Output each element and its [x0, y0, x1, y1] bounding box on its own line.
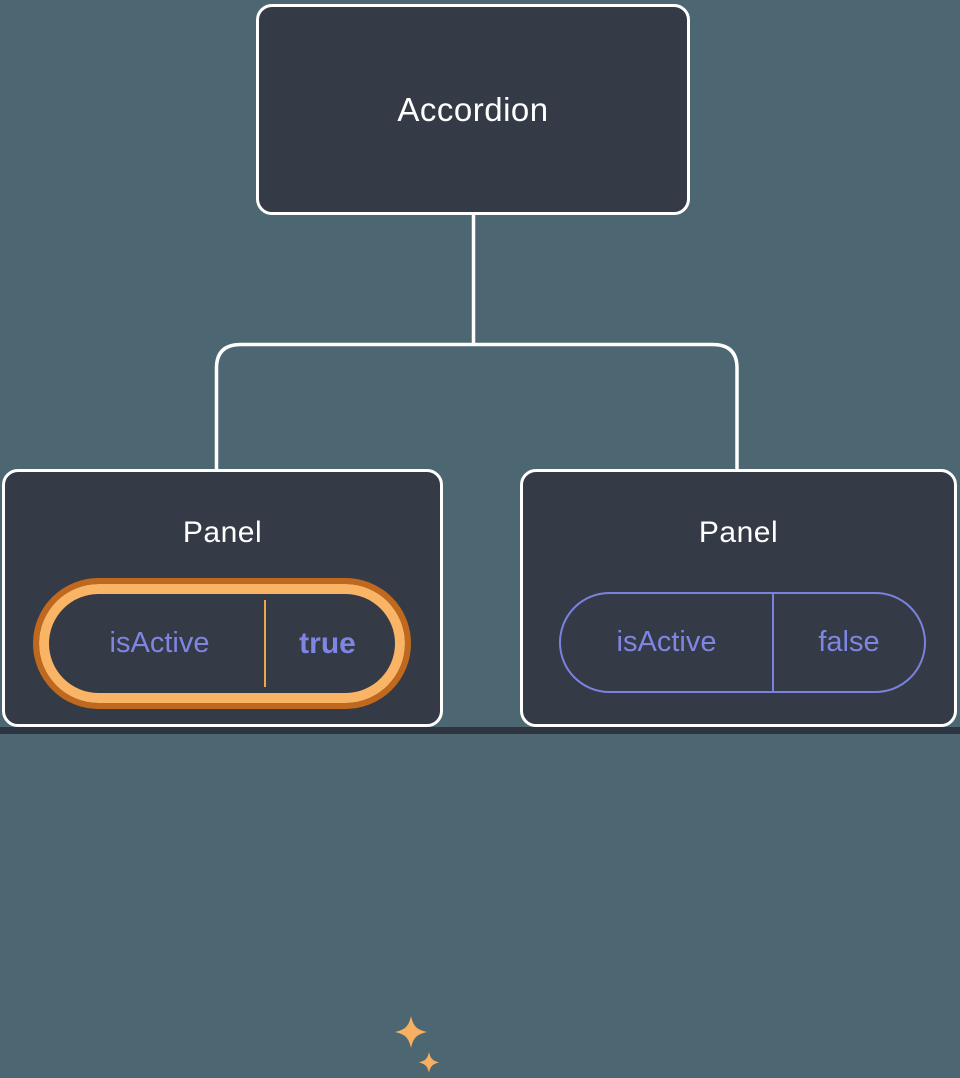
bottom-crop-strip [0, 727, 960, 734]
connector-branches [214, 342, 739, 471]
state-prop-name: isActive [109, 627, 210, 659]
state-pill-name-cell: isActive [55, 600, 266, 687]
state-pill-active: isActive true [33, 578, 411, 709]
accordion-node-title: Accordion [397, 90, 549, 128]
state-pill-value-cell: false [774, 594, 924, 691]
state-prop-value: true [299, 626, 356, 660]
state-pill-inner: isActive true [55, 600, 389, 687]
state-prop-value: false [818, 626, 880, 658]
panel-node-title: Panel [182, 516, 263, 549]
panel-node-title: Panel [698, 516, 779, 549]
sparkle-large [395, 1016, 427, 1048]
state-pill-value-cell: true [266, 600, 389, 687]
panel-node-active: Panel isActive true [2, 469, 443, 1073]
state-pill-inactive: isActive false [559, 592, 926, 693]
panel-node-inactive: Panel isActive false [520, 469, 957, 727]
state-prop-name: isActive [616, 626, 717, 658]
state-pill-name-cell: isActive [561, 594, 774, 691]
sparkle-small [418, 1052, 440, 1073]
sparkles-icon [395, 1016, 440, 1073]
accordion-node: Accordion [256, 4, 690, 215]
